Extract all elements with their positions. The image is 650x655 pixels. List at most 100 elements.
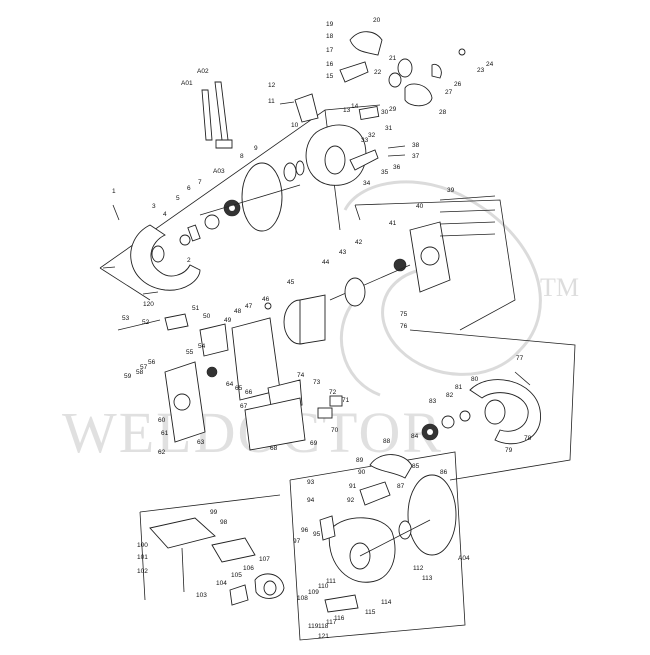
part-label-p67: 67	[240, 403, 248, 410]
lower-guard-assembly	[319, 454, 457, 613]
part-label-p28: 28	[439, 109, 447, 116]
part-label-p106: 106	[243, 565, 254, 572]
washer-82	[441, 415, 455, 429]
part-label-p26: 26	[454, 81, 462, 88]
part-label-p19: 19	[326, 21, 334, 28]
part-label-p45: 45	[287, 279, 295, 286]
part-label-p100: 100	[137, 542, 148, 549]
base-tray-68	[244, 397, 306, 451]
eye-shield-20	[349, 31, 383, 56]
part-label-p119: 119	[308, 623, 319, 630]
nut-3	[179, 234, 191, 246]
part-label-p12: 12	[268, 82, 276, 89]
part-label-p64: 64	[226, 381, 234, 388]
part-label-p94: 94	[307, 497, 315, 504]
part-label-p9: 9	[254, 145, 258, 152]
part-label-p34: 34	[363, 180, 371, 187]
shaft-A03	[199, 184, 301, 216]
wrench-tools	[201, 81, 233, 149]
part-label-p11: 11	[268, 98, 275, 105]
part-label-p37: 37	[412, 153, 420, 160]
part-label-p55: 55	[186, 349, 194, 356]
bracket-92	[359, 481, 391, 506]
part-label-a03: A03	[213, 168, 225, 175]
right-frame	[409, 329, 576, 481]
part-label-p43: 43	[339, 249, 347, 256]
part-label-p117: 117	[326, 619, 337, 626]
part-label-p17: 17	[326, 47, 334, 54]
part-label-p79: 79	[505, 447, 513, 454]
bolt-102	[181, 547, 185, 593]
part-label-p3: 3	[152, 203, 156, 210]
part-label-p33: 33	[361, 137, 369, 144]
part-label-p116: 116	[334, 615, 345, 622]
base-assembly	[149, 517, 285, 606]
part-label-p87: 87	[397, 483, 405, 490]
screw-37	[387, 154, 406, 157]
part-label-p81: 81	[455, 384, 463, 391]
part-label-p92: 92	[347, 497, 355, 504]
part-label-p98: 98	[220, 519, 228, 526]
part-label-p85: 85	[412, 463, 420, 470]
part-label-p112: 112	[413, 565, 424, 572]
bolt-1	[112, 204, 120, 221]
clip-71	[329, 395, 343, 407]
part-label-p114: 114	[381, 599, 392, 606]
part-label-p77: 77	[516, 355, 524, 362]
part-label-p102: 102	[137, 568, 148, 575]
guard-2-hole	[151, 245, 165, 263]
flange-80	[484, 399, 506, 425]
part-label-p65: 65	[235, 385, 243, 392]
part-label-p31: 31	[385, 125, 393, 132]
part-label-p101: 101	[137, 554, 148, 561]
part-label-p2: 2	[187, 257, 191, 264]
part-label-p73: 73	[313, 379, 321, 386]
part-label-p80: 80	[471, 376, 479, 383]
bearing-7-inner	[229, 205, 235, 211]
part-label-p10: 10	[291, 122, 299, 129]
rotor-44	[344, 277, 366, 307]
part-label-p44: 44	[322, 259, 330, 266]
part-label-p46: 46	[262, 296, 270, 303]
clamp-26	[431, 63, 442, 79]
part-label-p118: 118	[318, 623, 329, 630]
part-label-p63: 63	[197, 439, 205, 446]
foot-98	[211, 537, 256, 563]
part-label-a02: A02	[197, 68, 209, 75]
part-label-p66: 66	[245, 389, 253, 396]
part-label-p16: 16	[326, 61, 334, 68]
part-label-p113: 113	[422, 575, 433, 582]
part-label-p97: 97	[293, 538, 301, 545]
shaft-113	[359, 519, 431, 557]
spark-deflector-95	[319, 515, 336, 541]
bearing-55	[206, 366, 218, 378]
part-label-p18: 18	[326, 33, 334, 40]
wrench-A02-end	[215, 139, 233, 149]
part-label-p109: 109	[308, 589, 319, 596]
switch-plate-49	[199, 323, 229, 357]
motor-assembly	[264, 195, 496, 345]
part-label-p21: 21	[389, 55, 397, 62]
base-plate-99	[149, 517, 216, 549]
part-label-p14: 14	[351, 103, 359, 110]
grinding-wheel-A04	[407, 474, 457, 556]
part-label-p51: 51	[192, 305, 200, 312]
guard-79	[469, 379, 541, 445]
part-label-p1: 1	[112, 188, 116, 195]
screw-11	[279, 101, 295, 105]
part-label-p4: 4	[163, 211, 167, 218]
part-label-p50: 50	[203, 313, 211, 320]
knob-22	[388, 72, 402, 88]
watermark-swirl	[343, 180, 542, 376]
part-label-p76: 76	[400, 323, 408, 330]
part-label-p38: 38	[412, 142, 420, 149]
part-label-p30: 30	[381, 109, 389, 116]
part-label-p52: 52	[142, 319, 150, 326]
part-label-p88: 88	[383, 438, 391, 445]
part-label-p82: 82	[446, 392, 454, 399]
part-label-p110: 110	[318, 583, 329, 590]
rod-39a	[439, 195, 496, 201]
part-label-p59: 59	[124, 373, 132, 380]
part-label-p83: 83	[429, 398, 437, 405]
